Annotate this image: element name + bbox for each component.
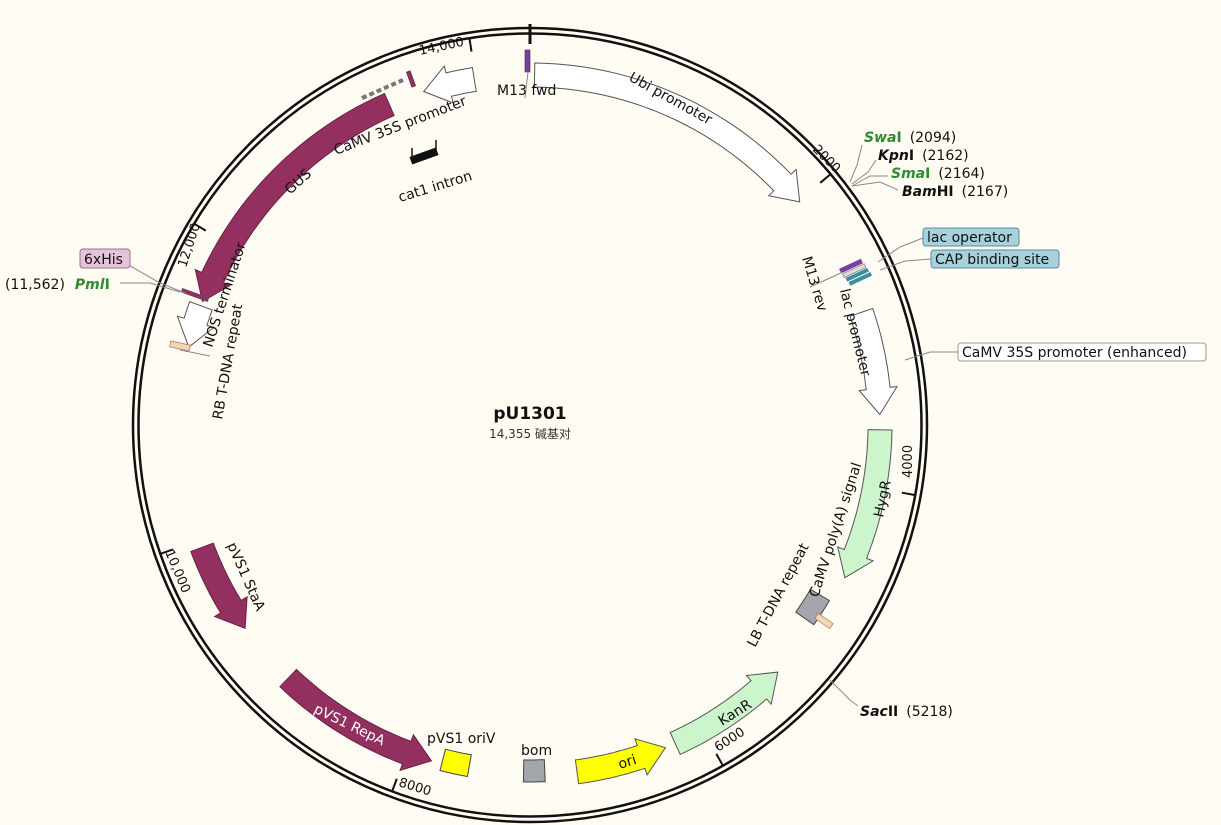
leader-lines: [120, 71, 958, 707]
tick-mark: [819, 173, 831, 184]
tick-mark: [160, 548, 174, 555]
tick-mark: [901, 491, 915, 496]
svg-text:(11,562)PmlI: (11,562)PmlI: [5, 277, 110, 293]
hygr-arrow[interactable]: [836, 429, 893, 579]
label-hygr: HygR: [871, 479, 894, 519]
plasmid-name: pU1301: [493, 404, 566, 424]
rb-tdna-repeat-feature[interactable]: [169, 340, 191, 352]
label-lb-tdna-repeat: LB T-DNA repeat: [744, 540, 812, 650]
small-features: [169, 49, 873, 630]
6xhis-label[interactable]: 6xHis: [79, 248, 131, 269]
label-pvs1-oriv: pVS1 oriV: [427, 731, 496, 747]
m13-fwd-feature[interactable]: [524, 49, 531, 73]
lac-operator-label[interactable]: lac operator: [922, 227, 1020, 247]
lb-tdna-repeat-feature[interactable]: [814, 612, 834, 630]
pvs1-oriv-feature[interactable]: [439, 748, 472, 778]
tick-mark: [391, 778, 398, 792]
svg-text:CAP binding site: CAP binding site: [935, 252, 1049, 268]
gus-arrow[interactable]: [194, 92, 395, 303]
camv-poly-a-signal-feature[interactable]: [795, 588, 831, 626]
enzyme-kpni[interactable]: KpnI(2162): [878, 148, 969, 164]
enzyme-pmli[interactable]: (11,562)PmlI: [5, 277, 110, 293]
cap-binding-site-label[interactable]: CAP binding site: [930, 249, 1060, 269]
tick-mark: [468, 38, 473, 52]
camv-35s-enhanced-label[interactable]: CaMV 35S promoter (enhanced): [957, 342, 1207, 362]
label-cat1-intron: cat1 intron: [396, 168, 474, 206]
enzyme-bamhi[interactable]: BamHI(2167): [902, 184, 1008, 200]
6xhis-feature[interactable]: [180, 287, 210, 303]
svg-text:KpnI(2162): KpnI(2162): [878, 148, 969, 164]
pvs1-repa-arrow[interactable]: [279, 668, 433, 772]
enzyme-swai[interactable]: SwaI(2094): [864, 130, 956, 146]
svg-text:CaMV 35S promoter (enhanced): CaMV 35S promoter (enhanced): [962, 345, 1187, 361]
enzyme-sacii[interactable]: SacII(5218): [860, 704, 953, 720]
label-pvs1-repa: pVS1 RepA: [311, 701, 387, 749]
small-maroon-feature[interactable]: [405, 70, 417, 88]
tick-label: 14,000: [418, 35, 466, 59]
svg-text:SwaI(2094): SwaI(2094): [864, 130, 956, 146]
ubi-promoter-arrow[interactable]: [533, 62, 801, 203]
label-m13-rev: M13 rev: [798, 254, 830, 313]
camv-35s-promoter-arrow[interactable]: [422, 65, 477, 104]
enzyme-smai[interactable]: SmaI(2164): [891, 166, 985, 182]
kanr-arrow[interactable]: [669, 671, 779, 756]
label-bom: bom: [521, 743, 552, 759]
tick-label: 2000: [809, 142, 843, 176]
svg-text:6xHis: 6xHis: [84, 252, 123, 268]
plasmid-length: 14,355 碱基对: [489, 427, 571, 441]
label-ori: ori: [616, 752, 638, 773]
tick-mark: [194, 223, 207, 232]
lac-promoter-arrow[interactable]: [849, 307, 898, 416]
bom-feature[interactable]: [522, 759, 546, 783]
label-m13-fwd: M13 fwd: [497, 83, 556, 99]
tick-label: 12,000: [176, 221, 204, 269]
cat1-intron-feature[interactable]: [409, 147, 439, 165]
plasmid-backbone: [131, 24, 929, 824]
nos-terminator-arrow[interactable]: [176, 301, 215, 348]
tick-label: 4000: [901, 445, 916, 478]
lac-operator-cap-features[interactable]: [839, 257, 873, 287]
pvs1-staa-arrow[interactable]: [190, 542, 248, 630]
svg-text:BamHI(2167): BamHI(2167): [902, 184, 1008, 200]
ori-arrow[interactable]: [574, 738, 667, 785]
svg-text:lac operator: lac operator: [927, 230, 1012, 246]
tick-mark: [715, 753, 724, 766]
svg-text:SmaI(2164): SmaI(2164): [891, 166, 985, 182]
svg-text:SacII(5218): SacII(5218): [860, 704, 953, 720]
